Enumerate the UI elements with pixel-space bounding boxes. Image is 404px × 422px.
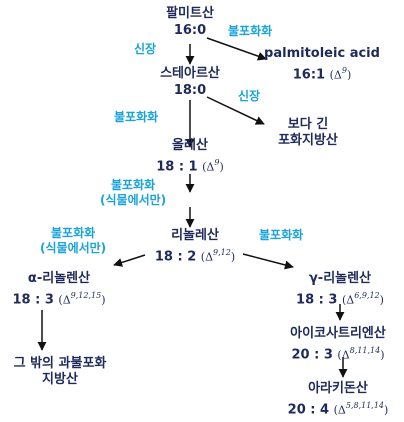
step-desaturation-palmitic-label: 불포화화 — [228, 24, 273, 38]
node-oleic-formula-line: 18 : 1 (Δ9) — [140, 154, 240, 175]
node-palmitoleic-positions: 9 — [341, 66, 347, 75]
node-alpha-linolenic-formula: 18 : 3 — [12, 292, 54, 308]
node-eicosatrienoic-delta: (Δ — [337, 348, 350, 362]
node-arachidonic-name: 아라키돈산 — [308, 381, 368, 396]
step-desaturation-stearic-label: 불포화화 — [114, 110, 159, 124]
step-desaturation-palmitic: 불포화화 — [228, 24, 272, 39]
node-stearic-formula: 18:0 — [173, 83, 207, 98]
node-other-polyunsaturated-line2: 지방산 — [42, 372, 78, 387]
node-palmitoleic-formula-line: 16:1 (Δ9) — [252, 62, 392, 83]
node-linoleic-delta: (Δ — [200, 250, 214, 264]
arrow-palmitic-to-palmitoleic — [206, 37, 267, 61]
step-desaturation-plant-oleic: 불포화화 (식물에서만) — [100, 178, 166, 208]
node-alpha-linolenic-name: α-리놀렌산 — [27, 271, 91, 286]
node-gamma-linolenic-name: γ-리놀렌산 — [308, 271, 372, 286]
arrow-linoleic-to-gamma-linolenic — [242, 253, 294, 270]
node-oleic-positions: 9 — [214, 158, 220, 167]
step-desaturation-plant-linoleic: 불포화화 (식물에서만) — [40, 226, 106, 256]
node-oleic-name: 올레산 — [172, 138, 208, 153]
step-elongation-palmitic: 신장 — [134, 42, 156, 57]
node-arachidonic-positions: 5,8,11,14 — [345, 401, 385, 410]
node-gamma-linolenic-acid: γ-리놀렌산 18 : 3 (Δ6,9,12) — [282, 271, 398, 308]
node-eicosatrienoic-close: ) — [380, 348, 385, 362]
node-arachidonic-formula-line: 20 : 4 (Δ5,8,11,14) — [276, 397, 400, 418]
node-gamma-linolenic-formula-line: 18 : 3 (Δ6,9,12) — [282, 287, 398, 308]
node-eicosatrienoic-formula: 20 : 3 — [291, 347, 333, 363]
node-alpha-linolenic-close: ) — [101, 293, 106, 307]
node-oleic-acid: 올레산 18 : 1 (Δ9) — [140, 138, 240, 175]
node-gamma-linolenic-formula: 18 : 3 — [296, 292, 338, 308]
node-eicosatrienoic-name: 아이코사트리엔산 — [290, 326, 386, 341]
step-desaturation-plant-linoleic-line1: 불포화화 — [51, 226, 96, 240]
node-linoleic-acid: 리놀레산 18 : 2 (Δ9,12) — [135, 228, 255, 265]
node-arachidonic-close: ) — [384, 403, 389, 417]
step-elongation-stearic-label: 신장 — [238, 89, 261, 103]
node-linoleic-close: ) — [230, 250, 236, 264]
step-elongation-stearic: 신장 — [238, 89, 260, 104]
node-palmitoleic-formula: 16:1 — [292, 67, 326, 83]
node-alpha-linolenic-formula-line: 18 : 3 (Δ9,12,15) — [4, 287, 114, 308]
node-linoleic-name: 리놀레산 — [171, 228, 219, 243]
arrow-linoleic-to-alpha-linolenic — [113, 254, 146, 267]
node-alpha-linolenic-positions: 9,12,15 — [70, 291, 102, 300]
step-desaturation-linoleic-gamma-label: 불포화화 — [259, 228, 304, 242]
node-palmitoleic-acid: palmitoleic acid 16:1 (Δ9) — [252, 46, 392, 83]
node-gamma-linolenic-positions: 6,9,12 — [354, 291, 380, 300]
node-palmitoleic-close: ) — [346, 68, 352, 82]
node-oleic-formula: 18 : 1 — [156, 159, 198, 175]
node-arachidonic-formula: 20 : 4 — [287, 402, 330, 418]
step-desaturation-plant-oleic-line1: 불포화화 — [111, 178, 156, 192]
node-stearic-name: 스테아르산 — [160, 66, 220, 81]
node-longer-saturated: 보다 긴 포화지방산 — [258, 117, 358, 149]
node-palmitoleic-name: palmitoleic acid — [264, 46, 380, 61]
node-alpha-linolenic-delta: (Δ — [58, 293, 71, 307]
node-other-polyunsaturated-line1: 그 밖의 과불포화 — [13, 356, 107, 371]
step-desaturation-linoleic-gamma: 불포화화 — [259, 228, 303, 243]
node-oleic-close: ) — [219, 160, 224, 174]
node-palmitoleic-delta: (Δ — [329, 68, 342, 82]
step-desaturation-plant-oleic-line2: (식물에서만) — [100, 193, 167, 207]
node-linoleic-formula: 18 : 2 — [154, 249, 197, 265]
step-elongation-palmitic-label: 신장 — [134, 42, 157, 56]
node-palmitic-name: 팔미트산 — [166, 6, 214, 21]
node-eicosatrienoic-positions: 8,11,14 — [349, 346, 381, 355]
node-oleic-delta: (Δ — [202, 160, 215, 174]
node-arachidonic-delta: (Δ — [333, 403, 346, 417]
node-alpha-linolenic-acid: α-리놀렌산 18 : 3 (Δ9,12,15) — [4, 271, 114, 308]
node-palmitic-acid: 팔미트산 16:0 — [150, 6, 230, 39]
node-stearic-acid: 스테아르산 18:0 — [140, 66, 240, 99]
node-gamma-linolenic-delta: (Δ — [341, 293, 355, 307]
node-longer-saturated-line1: 보다 긴 — [287, 117, 329, 132]
node-longer-saturated-line2: 포화지방산 — [278, 133, 338, 148]
node-eicosatrienoic-acid: 아이코사트리엔산 20 : 3 (Δ8,11,14) — [276, 326, 400, 363]
step-desaturation-plant-linoleic-line2: (식물에서만) — [40, 241, 107, 255]
node-linoleic-formula-line: 18 : 2 (Δ9,12) — [135, 244, 255, 265]
node-other-polyunsaturated: 그 밖의 과불포화 지방산 — [0, 356, 120, 388]
arrow-stearic-to-longer-saturated — [206, 96, 265, 125]
node-eicosatrienoic-formula-line: 20 : 3 (Δ8,11,14) — [276, 342, 400, 363]
node-arachidonic-acid: 아라키돈산 20 : 4 (Δ5,8,11,14) — [276, 381, 400, 418]
node-palmitic-formula: 16:0 — [173, 23, 207, 38]
node-linoleic-positions: 9,12 — [213, 248, 231, 257]
node-gamma-linolenic-close: ) — [379, 293, 384, 307]
step-desaturation-stearic: 불포화화 — [114, 110, 158, 125]
